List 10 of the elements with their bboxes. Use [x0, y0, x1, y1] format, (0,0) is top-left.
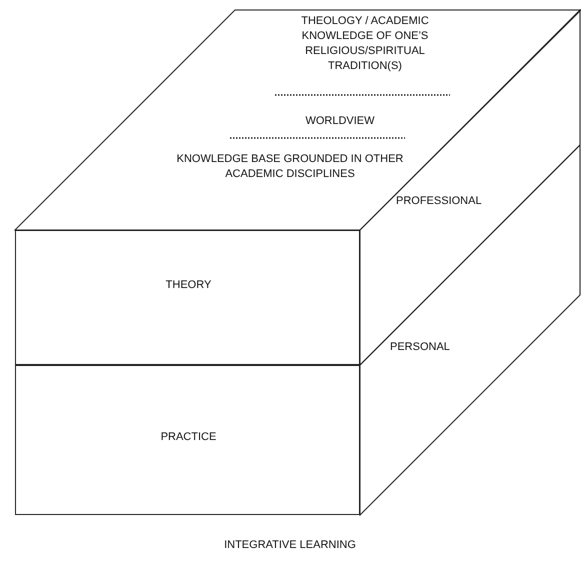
face-label: PERSONAL: [390, 340, 451, 355]
heading-text: THEOLOGY / ACADEMIC KNOWLEDGE OF ONE’S RELIGIOUS/SPIRITUAL TRADITION(S): [300, 14, 430, 74]
front-face-panel: [15, 230, 360, 365]
face-label: PROFESSIONAL: [396, 194, 483, 209]
front-face-panel: [15, 365, 360, 515]
face-label: KNOWLEDGE BASE GROUNDED IN OTHER ACADEMIC DISCIPLINES: [176, 152, 404, 182]
face-label: WORLDVIEW: [304, 114, 376, 129]
face-label: THEORY: [164, 278, 212, 293]
face-label: PRACTICE: [160, 430, 218, 445]
caption-label: INTEGRATIVE LEARNING: [223, 538, 357, 553]
